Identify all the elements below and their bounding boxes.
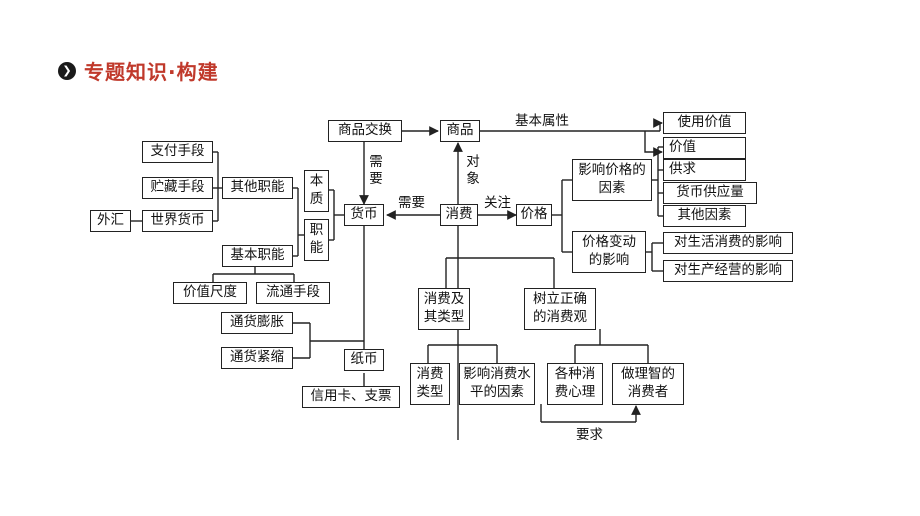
node-circulation: 流通手段 <box>256 282 330 304</box>
node-other-factors: 其他因素 <box>663 205 746 227</box>
node-correct-consumption-view: 树立正确的消费观 <box>524 288 596 330</box>
label-basic-attributes: 基本属性 <box>515 113 569 129</box>
node-commodity: 商品 <box>440 120 480 142</box>
node-price: 价格 <box>516 204 552 226</box>
node-foreign-exchange: 外汇 <box>90 210 131 232</box>
node-basic-functions: 基本职能 <box>222 245 293 267</box>
label-requirement: 要求 <box>576 427 603 443</box>
node-consumption: 消费 <box>440 204 478 226</box>
node-paper-money: 纸币 <box>344 349 384 371</box>
node-price-change-effects-text: 价格变动的影响 <box>582 234 636 268</box>
node-functions: 职能 <box>304 219 329 261</box>
node-world-currency: 世界货币 <box>142 210 213 232</box>
node-rational-consumer: 做理智的消费者 <box>612 363 684 405</box>
node-essence-text: 本质 <box>309 173 324 207</box>
node-deflation: 通货紧缩 <box>221 347 293 369</box>
node-consumption-level-factors-text: 影响消费水平的因素 <box>463 366 531 400</box>
node-credit-card-check: 信用卡、支票 <box>302 386 400 408</box>
node-other-functions: 其他职能 <box>222 177 293 199</box>
node-price-factors: 影响价格的因素 <box>572 159 652 201</box>
section-header: ❯ 专题知识·构建 <box>58 56 219 85</box>
node-supply-demand: 供求 <box>663 159 746 181</box>
node-effect-on-production: 对生产经营的影响 <box>663 260 793 282</box>
label-need-vertical: 需要 <box>369 154 383 187</box>
node-consumption-types-group: 消费及其类型 <box>418 288 470 330</box>
node-use-value: 使用价值 <box>663 112 746 134</box>
node-rational-consumer-text: 做理智的消费者 <box>621 366 675 400</box>
node-money: 货币 <box>344 204 384 226</box>
node-functions-text: 职能 <box>309 222 324 256</box>
label-object: 对象 <box>466 154 480 187</box>
node-consumer-psychology: 各种消费心理 <box>547 363 603 405</box>
node-storage: 贮藏手段 <box>142 177 213 199</box>
node-consumption-types-group-text: 消费及其类型 <box>423 291 465 325</box>
node-inflation: 通货膨胀 <box>221 312 293 334</box>
label-need-horizontal: 需要 <box>398 195 425 211</box>
label-concern: 关注 <box>484 195 511 211</box>
node-value-measure: 价值尺度 <box>173 282 247 304</box>
node-money-supply: 货币供应量 <box>663 182 757 204</box>
node-correct-consumption-view-text: 树立正确的消费观 <box>533 291 587 325</box>
node-price-change-effects: 价格变动的影响 <box>572 231 646 273</box>
node-consumer-psychology-text: 各种消费心理 <box>554 366 596 400</box>
node-price-factors-text: 影响价格的因素 <box>578 162 646 196</box>
node-consumption-type: 消费类型 <box>410 363 450 405</box>
node-essence: 本质 <box>304 170 329 212</box>
section-title: 专题知识·构建 <box>84 60 219 84</box>
node-consumption-level-factors: 影响消费水平的因素 <box>459 363 535 405</box>
node-effect-on-consumption: 对生活消费的影响 <box>663 232 793 254</box>
circle-chevron-right-icon: ❯ <box>58 61 76 80</box>
node-consumption-type-text: 消费类型 <box>416 366 444 400</box>
node-commodity-exchange: 商品交换 <box>328 120 402 142</box>
node-value: 价值 <box>663 137 746 159</box>
node-payment: 支付手段 <box>142 141 213 163</box>
